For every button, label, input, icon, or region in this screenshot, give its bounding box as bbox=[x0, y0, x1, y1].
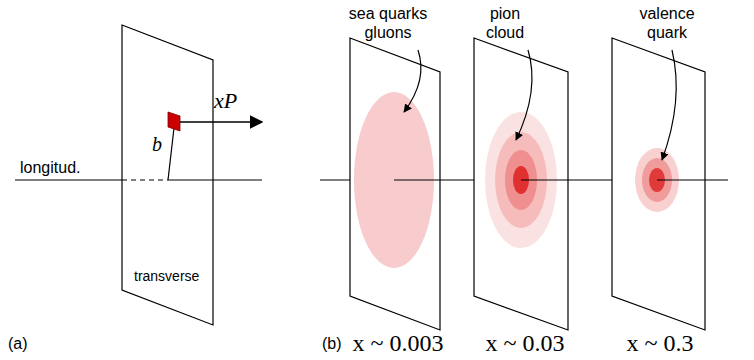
callout-label: pion cloud bbox=[477, 4, 533, 42]
panel-label: (b) bbox=[322, 334, 342, 353]
x-value: x ~ 0.03 bbox=[486, 329, 565, 358]
axis-label: longitud. bbox=[20, 158, 81, 177]
callout-label: sea quarks gluons bbox=[340, 4, 436, 42]
variable-label: b bbox=[152, 132, 162, 156]
callout-label: valence quark bbox=[629, 4, 705, 42]
x-value: x ~ 0.3 bbox=[627, 329, 694, 358]
plane-label: transverse bbox=[134, 268, 199, 285]
variable-label: xP bbox=[214, 88, 237, 114]
panel-label: (a) bbox=[8, 334, 28, 353]
x-value: x ~ 0.003 bbox=[353, 329, 444, 358]
